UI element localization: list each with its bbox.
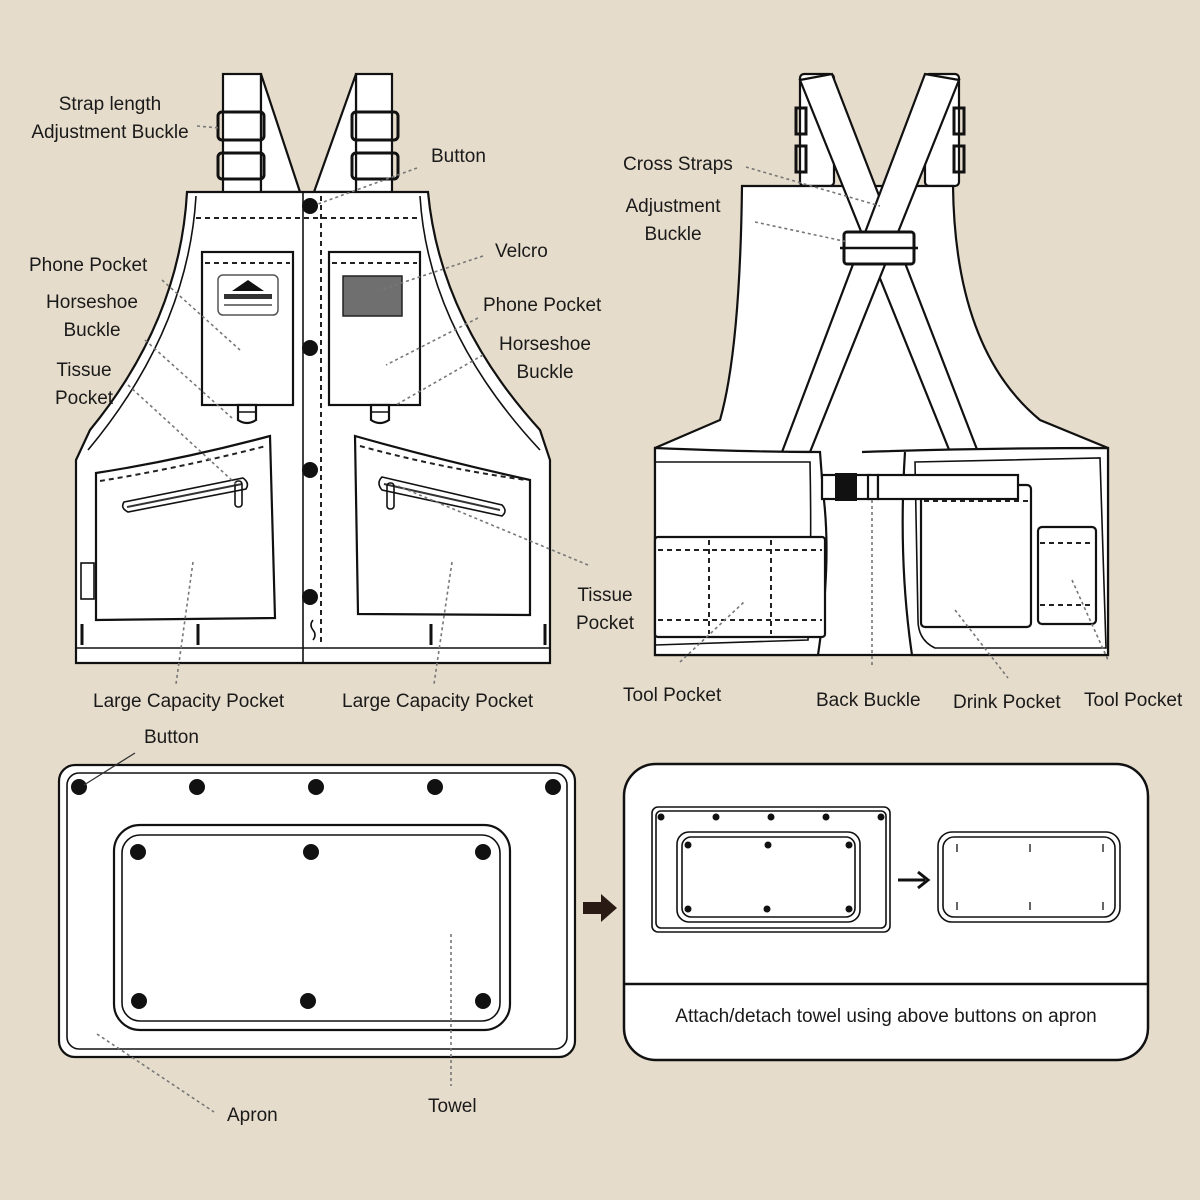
label-line: Horseshoe [46, 292, 138, 313]
label-line: Pocket [54, 388, 114, 409]
label-large-pocket-left: Large Capacity Pocket [93, 691, 285, 712]
label-line: Tissue [577, 585, 633, 606]
back-vest [653, 72, 1110, 679]
label-adjustment-buckle: Adjustment Buckle [625, 193, 720, 249]
label-horseshoe-right: Horseshoe Buckle [499, 331, 591, 387]
label-cross-straps: Cross Straps [623, 154, 733, 175]
label-line: Adjustment Buckle [31, 122, 189, 143]
label-line: Adjustment [625, 196, 721, 217]
label-strap-buckle: Strap length Adjustment Buckle [31, 91, 188, 147]
label-large-pocket-right: Large Capacity Pocket [342, 691, 534, 712]
label-horseshoe-left: Horseshoe Buckle [46, 289, 138, 345]
label-tissue-right: Tissue Pocket [576, 582, 634, 638]
label-back-buckle: Back Buckle [816, 690, 921, 711]
label-line: Buckle [644, 224, 702, 245]
label-phone-pocket-left: Phone Pocket [29, 255, 148, 276]
label-line: Strap length [58, 94, 162, 115]
towel-caption: Attach/detach towel using above buttons … [675, 1006, 1097, 1027]
label-apron: Apron [227, 1105, 278, 1126]
velcro-patch [342, 275, 403, 317]
label-towel: Towel [428, 1096, 477, 1117]
label-line: Buckle [63, 320, 121, 341]
apron-view [57, 752, 617, 1113]
label-button-apron: Button [144, 727, 199, 748]
label-velcro: Velcro [495, 241, 548, 262]
label-button-front: Button [431, 146, 486, 167]
label-phone-pocket-right: Phone Pocket [483, 295, 602, 316]
label-line: Pocket [575, 613, 635, 634]
label-line: Tissue [56, 360, 112, 381]
front-vest [74, 72, 589, 685]
arrow-icon [583, 894, 617, 922]
label-tool-pocket-left: Tool Pocket [623, 685, 722, 706]
label-line: Horseshoe [499, 334, 591, 355]
label-line: Buckle [516, 362, 574, 383]
label-drink-pocket: Drink Pocket [953, 692, 1061, 713]
label-tool-pocket-right: Tool Pocket [1084, 690, 1183, 711]
towel-panel [622, 762, 1150, 1062]
label-tissue-left: Tissue Pocket [55, 357, 113, 413]
